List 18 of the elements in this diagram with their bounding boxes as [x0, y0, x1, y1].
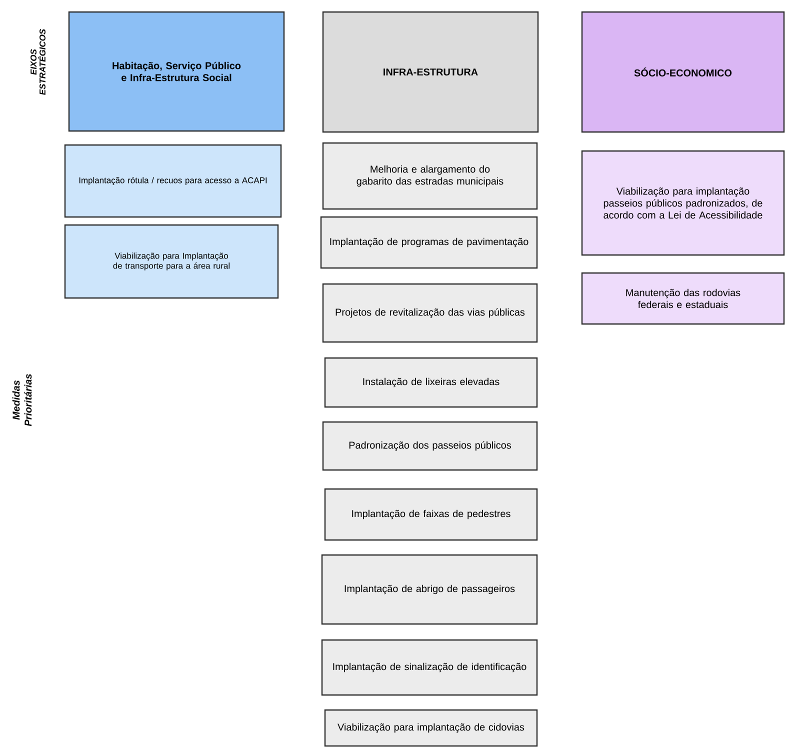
measure-box: Padronização dos passeios públicos — [322, 421, 538, 471]
axis-title: EIXOS ESTRATÉGICOS — [30, 29, 46, 95]
measure-box: Implantação de faixas de pedestres — [324, 488, 538, 541]
measure-box: Viabilização para Implantação de transporte para a área rural — [64, 224, 279, 299]
axis-header-box: SÓCIO-ECONOMICO — [581, 11, 785, 133]
measure-box: Implantação de sinalização de identificação — [321, 639, 538, 696]
measure-box: Viabilização para implantação passeios públicos padronizados, de acordo com a Lei de Acessibilidade — [581, 150, 785, 256]
measure-box: Melhoria e alargamento do gabarito das estradas municipais — [322, 142, 538, 210]
axis-title: Medidas Prioritárias — [12, 374, 32, 426]
measure-box: Viabilização para implantação de cidovias — [324, 709, 538, 747]
axis-header-box: Habitação, Serviço Público e Infra-Estrutura Social — [68, 11, 285, 132]
measure-box: Implantação rótula / recuos para acesso a ACAPI — [64, 144, 282, 218]
measure-box: Projetos de revitalização das vias públicas — [322, 283, 538, 343]
measure-box: Manutenção das rodovias federais e estaduais — [581, 272, 785, 325]
measure-box: Implantação de abrigo de passageiros — [321, 554, 538, 625]
measure-box: Instalação de lixeiras elevadas — [324, 357, 538, 408]
measure-box: Implantação de programas de pavimentação — [320, 216, 538, 269]
axis-header-box: INFRA-ESTRUTURA — [322, 11, 539, 133]
